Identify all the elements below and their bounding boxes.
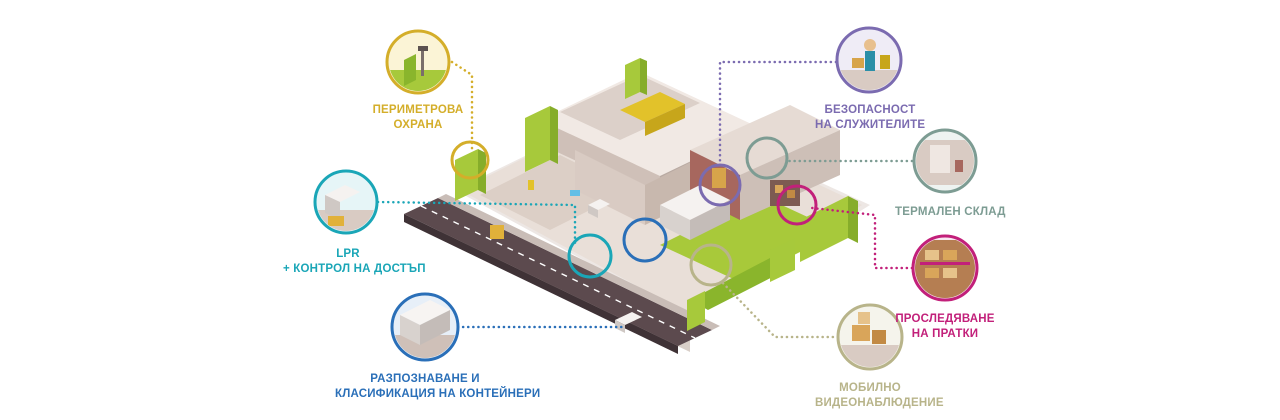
mobile-label-line1: МОБИЛНО [839, 382, 901, 394]
employees-label-line2: НА СЛУЖИТЕЛИТЕ [815, 119, 926, 131]
map-circles [450, 136, 818, 287]
containers-label: РАЗПОЗНАВАНЕ И КЛАСИФИКАЦИЯ НА КОНТЕЙНЕР… [335, 372, 541, 402]
details [490, 180, 580, 239]
employees-callout [835, 26, 903, 94]
mobile-callout [836, 303, 904, 371]
fence-camera-icon [389, 46, 447, 91]
tracking-label-line2: НА ПРАТКИ [911, 328, 979, 340]
thermal-label: ТЕРМАЛЕН СКЛАД [895, 205, 1006, 220]
worker-icon [839, 39, 899, 90]
lpr-callout [313, 169, 379, 235]
tracking-callout [911, 234, 979, 302]
hedges [455, 58, 858, 331]
boxes-icon [840, 312, 900, 367]
lpr-label: LPR + КОНТРОЛ НА ДОСТЪП [283, 247, 426, 277]
perimeter-callout [385, 29, 451, 95]
containers-label-line2: КЛАСИФИКАЦИЯ НА КОНТЕЙНЕРИ [335, 388, 541, 400]
perimeter-label: ПЕРИМЕТРОВА ОХРАНА [360, 103, 476, 133]
mobile-label-line2: ВИДЕОНАБЛЮДЕНИЕ [815, 397, 944, 409]
lpr-label-line1: LPR [336, 248, 360, 260]
truck-gate-icon [317, 185, 375, 231]
lpr-label-line2: + КОНТРОЛ НА ДОСТЪП [283, 263, 426, 275]
trucks [588, 185, 730, 333]
tracking-label-line1: ПРОСЛЕДЯВАНЕ [895, 313, 995, 325]
employees-label: БЕЗОПАСНОСТ НА СЛУЖИТЕЛИТЕ [815, 103, 925, 133]
perimeter-label-line1: ПЕРИМЕТРОВА [372, 104, 464, 116]
road [404, 194, 720, 354]
connectors [376, 60, 914, 339]
perimeter-label-line2: ОХРАНА [393, 119, 443, 131]
cold-storage-icon [916, 140, 974, 185]
mobile-label: МОБИЛНО ВИДЕОНАБЛЮДЕНИЕ [815, 381, 944, 411]
containers-callout [390, 292, 460, 362]
thermal-callout [912, 128, 978, 194]
employees-label-line1: БЕЗОПАСНОСТ [824, 104, 916, 116]
thermal-label-line1: ТЕРМАЛЕН СКЛАД [895, 206, 1006, 218]
container-truck-icon [394, 300, 456, 358]
shelf-parcels-icon [915, 240, 975, 298]
containers-label-line1: РАЗПОЗНАВАНЕ И [370, 373, 480, 385]
tracking-label: ПРОСЛЕДЯВАНЕ НА ПРАТКИ [895, 312, 995, 342]
